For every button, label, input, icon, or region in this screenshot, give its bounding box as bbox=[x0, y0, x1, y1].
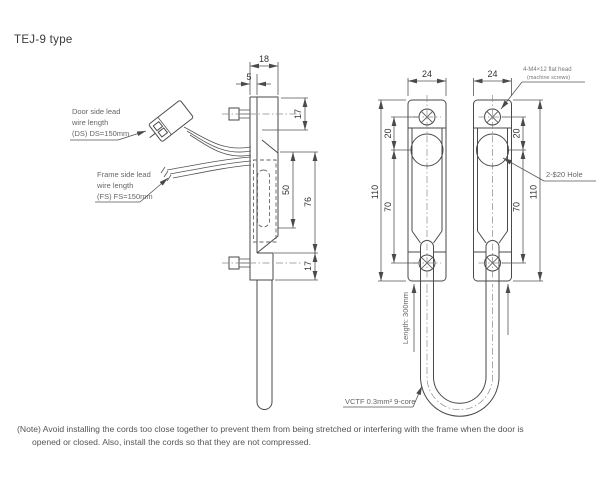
footer-note-line2: opened or closed. Also, install the cord… bbox=[32, 437, 311, 447]
footer-note-line1: (Note) Avoid installing the cords too cl… bbox=[17, 424, 524, 434]
mounting-screw-bottom-icon bbox=[222, 256, 302, 270]
dim-top-height: 17 bbox=[293, 109, 303, 119]
dim-flange: 5 bbox=[246, 72, 251, 82]
door-lead-line3: (DS) DS=150mm bbox=[72, 129, 129, 138]
cable-length-label: Length: 300mm bbox=[401, 284, 511, 352]
cable-spec-text: VCTF 0.3mm² 9-core bbox=[345, 397, 415, 406]
screw-spec-label: 4-M4×12 flat head (machine screws) bbox=[500, 67, 585, 110]
frame-lead-line2: wire length bbox=[96, 181, 133, 190]
frame-lead-line1: Frame side lead bbox=[97, 170, 151, 179]
dim-width-left: 24 bbox=[422, 69, 432, 79]
side-view: Door side lead wire length (DS) DS=150mm… bbox=[70, 54, 318, 410]
frame-lead-label: Frame side lead wire length (FS) FS=150m… bbox=[95, 170, 169, 203]
cable-loop bbox=[420, 281, 500, 417]
door-side-connector-icon bbox=[148, 100, 194, 142]
dim-overall-right: 110 bbox=[529, 185, 539, 199]
screw-spec-line2: (machine screws) bbox=[527, 75, 570, 81]
dim-bottom-height: 17 bbox=[303, 261, 313, 271]
door-lead-label: Door side lead wire length (DS) DS=150mm bbox=[70, 107, 147, 141]
dim-overall-left: 110 bbox=[370, 185, 380, 199]
dim-screw-to-hole-right: 20 bbox=[512, 128, 522, 138]
dim-hole-to-screw-right: 70 bbox=[512, 202, 522, 212]
side-view-hidden-lines bbox=[253, 159, 277, 243]
dim-body-height: 76 bbox=[303, 197, 313, 207]
dim-width-right: 24 bbox=[487, 69, 497, 79]
frame-lead-line3: (FS) FS=150mm bbox=[97, 192, 153, 201]
mounting-screw-top-icon bbox=[222, 107, 302, 121]
hole-spec-label: 2-$20 Hole bbox=[502, 157, 596, 182]
cable-tube-side bbox=[256, 280, 273, 410]
cable-length-text: Length: 300mm bbox=[401, 292, 410, 344]
door-lead-line2: wire length bbox=[71, 118, 108, 127]
cable-spec-label: VCTF 0.3mm² 9-core bbox=[343, 385, 423, 408]
frame-side-wires bbox=[160, 156, 252, 182]
page-title: TEJ-9 type bbox=[14, 34, 73, 46]
front-view-dimensions: 24 24 20 70 110 bbox=[370, 69, 543, 282]
hole-spec-text: 2-$20 Hole bbox=[546, 170, 583, 179]
screw-spec-line1: 4-M4×12 flat head bbox=[523, 67, 572, 73]
side-view-body-outline bbox=[249, 96, 279, 281]
dim-inner-height: 50 bbox=[281, 185, 291, 195]
dim-depth: 18 bbox=[259, 54, 269, 64]
side-view-dimensions: 18 5 17 50 76 17 bbox=[236, 54, 318, 281]
door-side-wires bbox=[183, 126, 252, 157]
dim-screw-to-hole-left: 20 bbox=[383, 128, 393, 138]
door-lead-line1: Door side lead bbox=[72, 107, 120, 116]
front-view: 24 24 20 70 110 bbox=[343, 67, 596, 417]
left-unit-plate bbox=[407, 95, 447, 286]
dim-hole-to-screw-left: 70 bbox=[383, 202, 393, 212]
right-unit-plate bbox=[473, 95, 512, 286]
